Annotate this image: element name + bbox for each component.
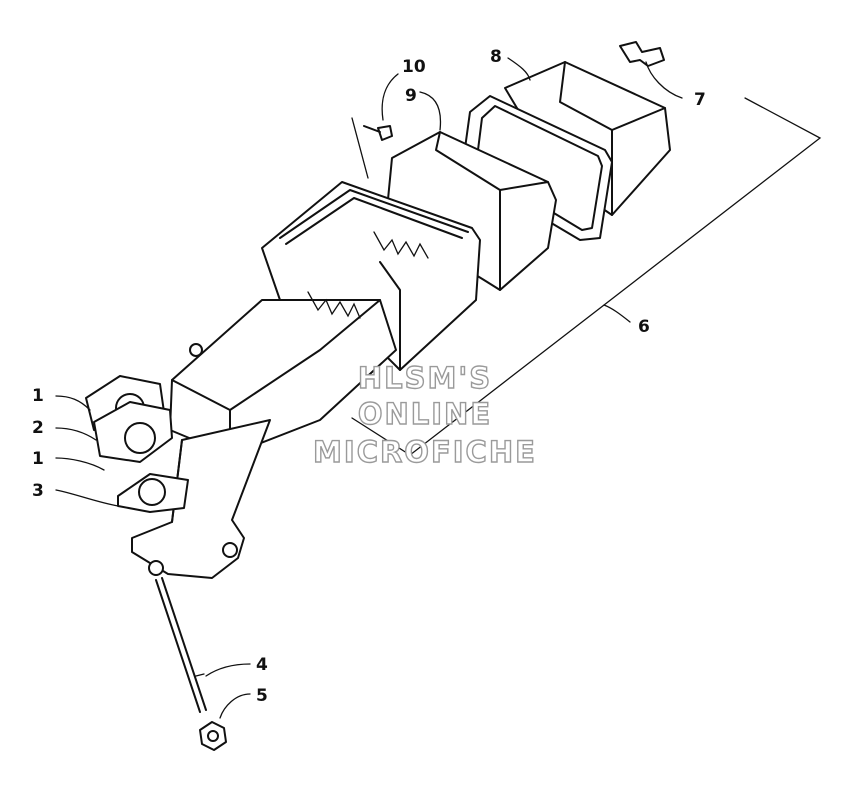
callout-4: 4 — [256, 655, 268, 675]
flange-gasket-stack — [85, 375, 189, 513]
wing-nut — [619, 41, 665, 67]
long-bolt — [155, 577, 207, 713]
intake-elbow — [131, 419, 271, 579]
watermark-line-2: ONLINE — [358, 397, 492, 431]
watermark-line-1: HLSM'S — [358, 361, 492, 395]
watermark-line-3: MICROFICHE — [313, 435, 537, 469]
callout-1-top: 1 — [32, 386, 44, 406]
assembly-bracket-lines — [351, 97, 822, 456]
callout-10: 10 — [402, 57, 426, 77]
callouts: 10 9 8 7 6 1 2 1 3 4 5 — [32, 47, 706, 706]
callout-8: 8 — [490, 47, 502, 67]
callout-2: 2 — [32, 418, 44, 438]
callout-1-bottom: 1 — [32, 449, 44, 469]
watermark: HLSM'S ONLINE MICROFICHE — [312, 360, 537, 469]
callout-9: 9 — [405, 86, 417, 106]
callout-7: 7 — [694, 90, 706, 110]
leader-lines — [55, 57, 683, 719]
callout-3: 3 — [32, 481, 44, 501]
nut — [199, 721, 227, 751]
callout-5: 5 — [256, 686, 268, 706]
callout-6: 6 — [638, 317, 650, 337]
screw — [363, 125, 393, 141]
